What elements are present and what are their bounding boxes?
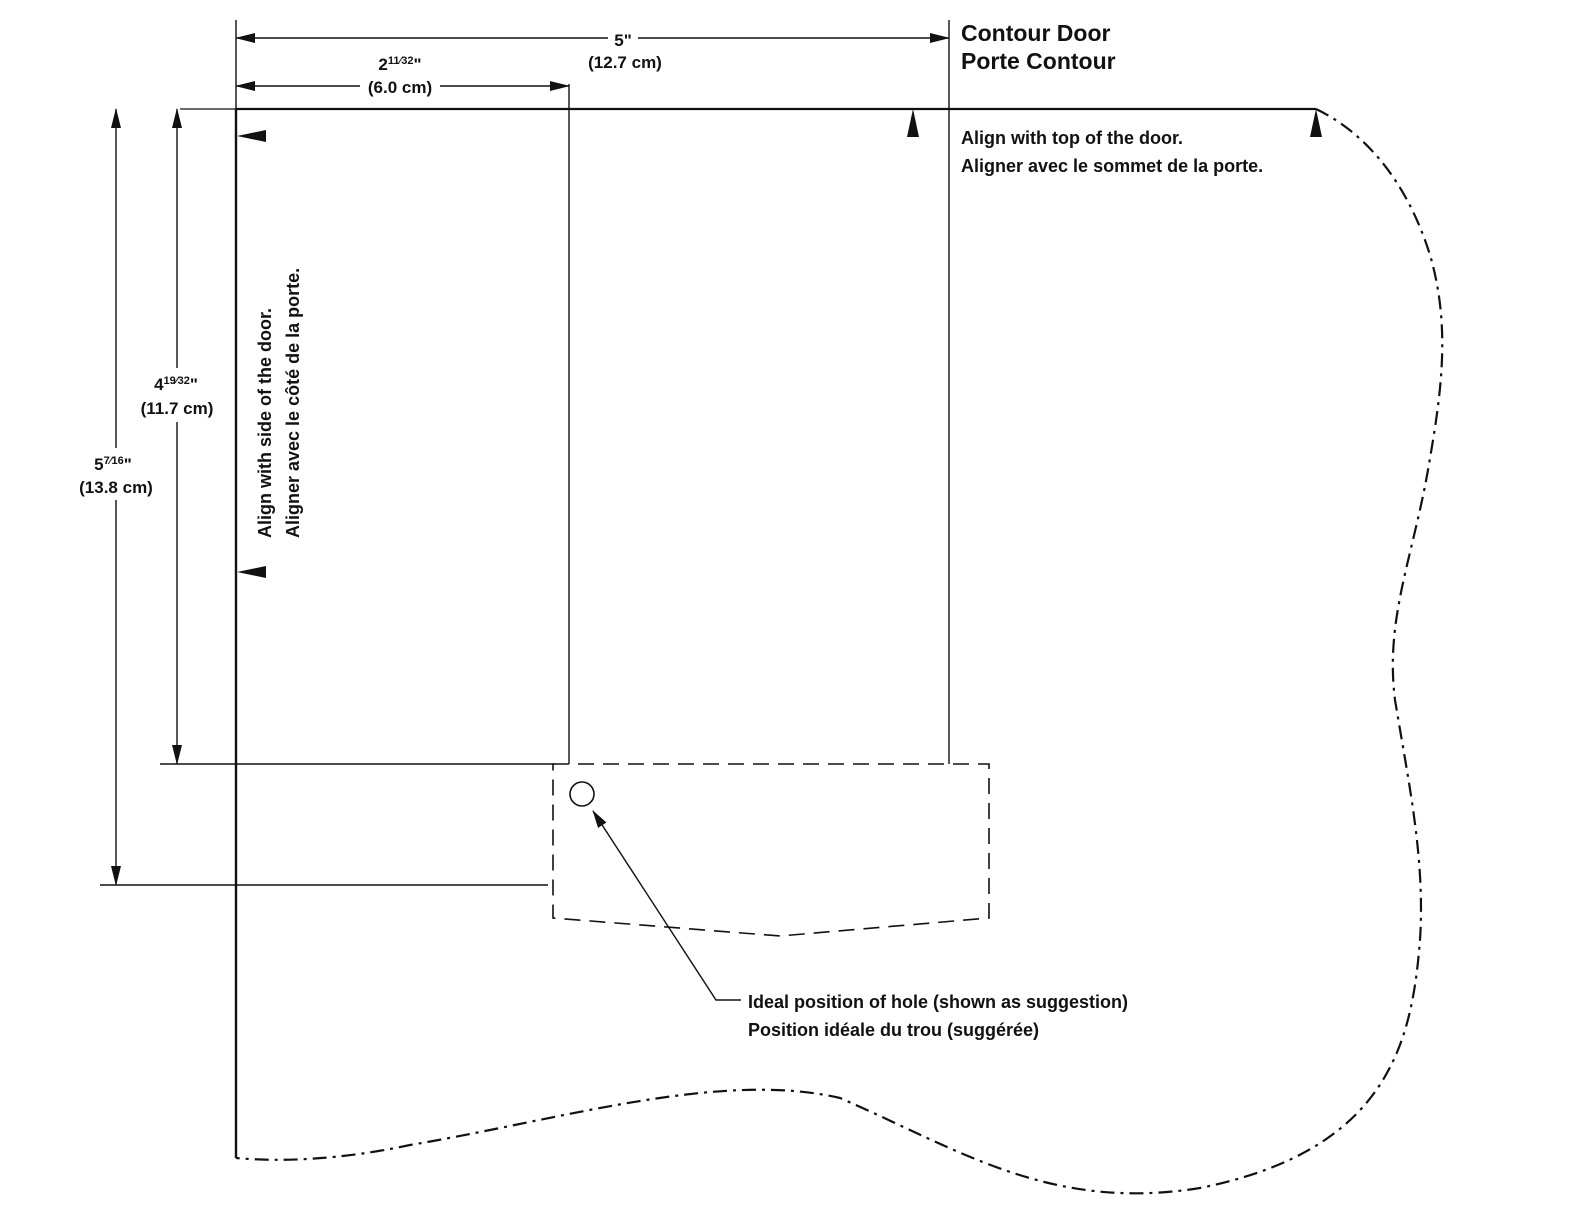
dim-width-hole-metric: (6.0 cm) xyxy=(368,78,432,97)
dim-height-total-metric: (13.8 cm) xyxy=(79,478,153,497)
top-align-note-english: Align with top of the door. xyxy=(961,128,1183,148)
dim-width-hole-whole: 2 xyxy=(378,55,387,74)
hole-note-english: Ideal position of hole (shown as suggest… xyxy=(748,992,1128,1012)
hole-marker-circle xyxy=(570,782,594,806)
title-english: Contour Door xyxy=(961,20,1111,46)
dim-width-total-whole: 5 xyxy=(614,31,623,50)
hole-note-french: Position idéale du trou (suggérée) xyxy=(748,1020,1039,1040)
dim-height-total-frac: 7⁄16 xyxy=(104,455,124,467)
title-french: Porte Contour xyxy=(961,48,1116,74)
dim-width-total-metric: (12.7 cm) xyxy=(588,53,662,72)
dim-height-total-whole: 5 xyxy=(94,455,103,474)
side-align-marker-bottom xyxy=(237,566,266,578)
dim-height-hole-unit: " xyxy=(190,375,198,394)
dim-height-hole-label: 419⁄32" xyxy=(154,375,198,394)
dim-height-hole-frac: 19⁄32 xyxy=(164,375,190,387)
top-align-note-french: Aligner avec le sommet de la porte. xyxy=(961,156,1263,176)
dim-height-hole-metric: (11.7 cm) xyxy=(141,399,214,418)
dim-width-total-label: 5" xyxy=(614,31,632,50)
dim-height-total-label: 57⁄16" xyxy=(94,455,132,474)
hole-leader-line xyxy=(593,811,741,1000)
top-align-marker-right xyxy=(1310,109,1322,137)
dim-width-total-unit: " xyxy=(624,31,632,50)
top-align-marker xyxy=(907,109,919,137)
side-align-marker-top xyxy=(237,130,266,142)
side-align-note-english: Align with side of the door. xyxy=(255,308,275,538)
side-align-note-french: Aligner avec le côté de la porte. xyxy=(283,268,303,538)
dim-height-total-unit: " xyxy=(124,455,132,474)
dim-width-hole-unit: " xyxy=(414,55,422,74)
dim-width-hole-frac: 11⁄32 xyxy=(388,55,414,67)
dim-width-hole-label: 211⁄32" xyxy=(378,55,421,74)
